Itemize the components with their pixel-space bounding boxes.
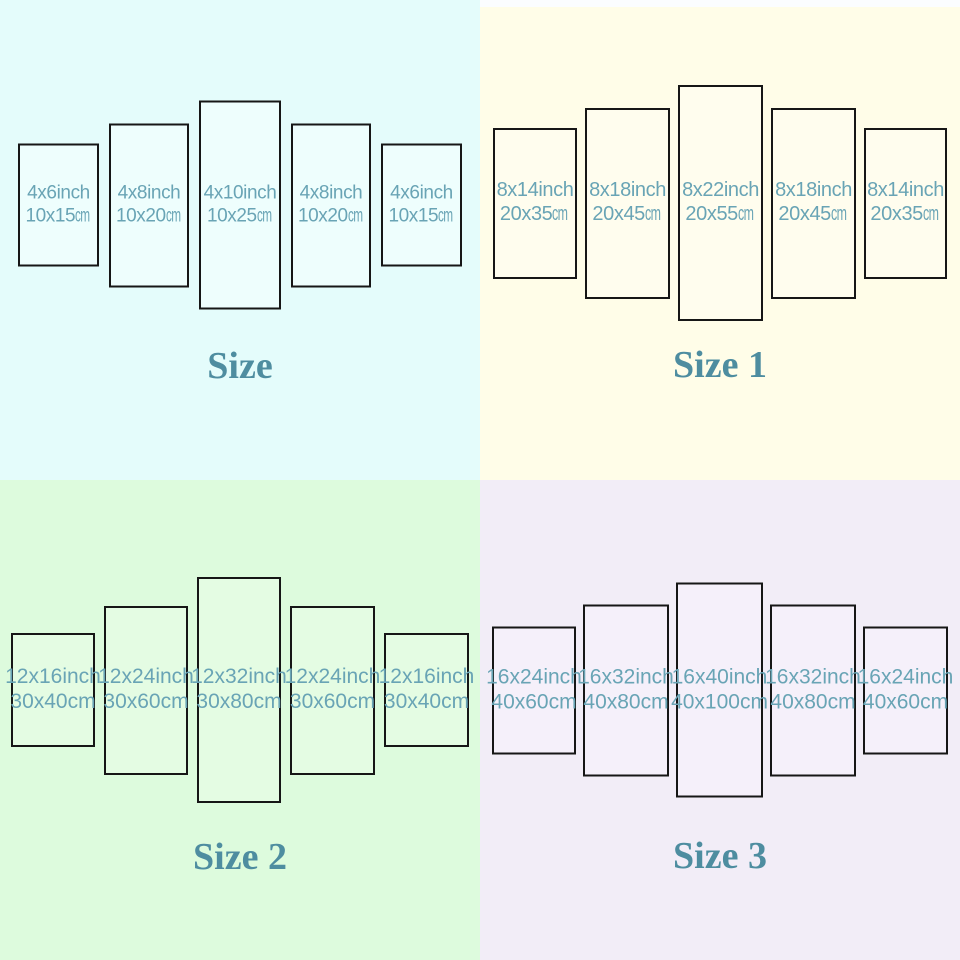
panel-size-cm: 20x35cm (499, 203, 568, 225)
panel-size-inch: 8x18inch (589, 179, 666, 202)
panel-size-cm: 30x40cm (383, 690, 470, 713)
panel-size-cm: 30x40cm (10, 690, 96, 713)
panel-size-inch: 16x32inch (578, 665, 674, 689)
top-edge-strip (480, 0, 960, 7)
panel-size-cm: 20x45cm (592, 203, 661, 225)
cm-unit: cm (75, 205, 90, 226)
cm-unit: cm (347, 205, 363, 226)
cm-unit: cm (438, 205, 453, 226)
panel-size-cm: 30x80cm (196, 690, 282, 713)
panel-size-cm: 10x25cm (206, 205, 272, 226)
cm-unit: cm (552, 203, 568, 225)
panel-size-cm: 40x60cm (862, 690, 949, 713)
panel-size-cm: 10x20cm (115, 205, 181, 226)
panel-size-inch: 8x14inch (867, 179, 944, 202)
cm-unit: cm (644, 203, 661, 225)
quadrant-title: Size 1 (673, 344, 767, 386)
panel-size-inch: 4x8inch (117, 182, 181, 204)
panel-size-cm: 20x55cm (685, 203, 754, 225)
panel-size-inch: 8x18inch (775, 179, 852, 202)
panel-size-cm: 40x80cm (583, 690, 669, 713)
panel-size-cm: 40x60cm (491, 690, 577, 713)
panel-size-inch: 12x16inch (5, 665, 101, 689)
panel-size-inch: 12x24inch (98, 665, 194, 689)
cm-unit: cm (922, 203, 939, 225)
cm-unit: cm (165, 205, 181, 226)
quadrant-title: Size (207, 345, 273, 387)
panel-size-inch: 8x22inch (682, 179, 759, 202)
panel-size-cm: 10x20cm (297, 205, 363, 226)
panel-size-inch: 16x40inch (671, 665, 768, 689)
panel-size-cm: 40x100cm (671, 690, 768, 713)
panel-size-cm: 30x60cm (289, 690, 376, 713)
panel-size-inch: 12x32inch (191, 665, 287, 689)
panel-size-inch: 4x8inch (299, 182, 363, 204)
panel-size-inch: 12x24inch (284, 665, 381, 689)
cm-unit: cm (830, 203, 847, 225)
panel-size-cm: 20x45cm (778, 203, 847, 225)
panel-size-inch: 8x14inch (496, 179, 574, 202)
panel-size-cm: 30x60cm (103, 690, 189, 713)
cm-unit: cm (737, 203, 754, 225)
panel-size-inch: 4x10inch (203, 182, 277, 204)
panel-size-inch: 4x6inch (390, 182, 453, 204)
panel-size-cm: 20x35cm (870, 203, 939, 225)
panel-size-cm: 10x15cm (388, 205, 453, 226)
panel-size-inch: 4x6inch (27, 182, 90, 204)
panel-size-inch: 12x16inch (378, 665, 475, 689)
quadrant-title: Size 2 (193, 836, 287, 878)
panel-size-cm: 10x15cm (25, 205, 90, 226)
quadrant-title: Size 3 (673, 835, 767, 877)
panel-size-inch: 16x24inch (857, 665, 954, 689)
panel-size-inch: 16x32inch (765, 665, 861, 689)
panel-size-inch: 16x24inch (486, 665, 582, 689)
cm-unit: cm (256, 205, 272, 226)
panel-size-cm: 40x80cm (770, 690, 856, 713)
